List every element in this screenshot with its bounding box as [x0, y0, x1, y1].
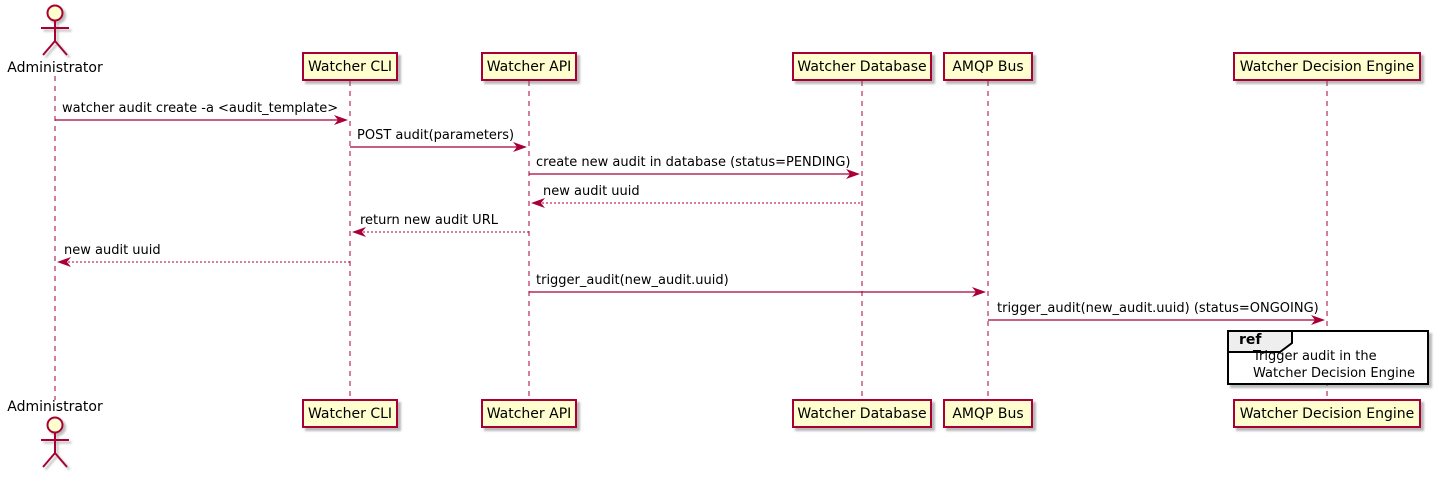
- message-label-4: new audit uuid: [543, 184, 640, 199]
- actor-label-administrator-top: Administrator: [7, 60, 103, 76]
- actor-icon-bottom: [41, 416, 69, 468]
- arrow-msg-4: [531, 198, 862, 208]
- ref-fragment: ref Trigger audit in the Watcher Decisio…: [1227, 330, 1429, 385]
- participant-watcher-api-top: Watcher API: [481, 52, 577, 81]
- participant-watcher-cli-top: Watcher CLI: [302, 52, 398, 81]
- arrow-msg-5: [352, 227, 529, 237]
- message-label-5: return new audit URL: [360, 213, 498, 228]
- participant-watcher-database-top: Watcher Database: [792, 52, 932, 81]
- message-arrows: [55, 115, 1325, 325]
- ref-text-line-2: Watcher Decision Engine: [1253, 366, 1415, 381]
- ref-keyword: ref: [1239, 332, 1262, 348]
- message-label-3: create new audit in database (status=PEN…: [536, 155, 851, 170]
- ref-text-line-1: Trigger audit in the: [1253, 349, 1377, 364]
- message-label-7: trigger_audit(new_audit.uuid): [536, 273, 729, 288]
- arrow-msg-7: [529, 287, 986, 297]
- arrow-msg-6: [57, 257, 350, 267]
- participant-watcher-api-bottom: Watcher API: [481, 399, 577, 428]
- participant-amqp-bus-top: AMQP Bus: [943, 52, 1033, 81]
- arrow-msg-3: [529, 169, 860, 179]
- message-label-1: watcher audit create -a <audit_template>: [62, 101, 339, 116]
- message-label-8: trigger_audit(new_audit.uuid) (status=ON…: [997, 301, 1319, 316]
- message-label-6: new audit uuid: [64, 243, 161, 258]
- ref-tab-shape: [1227, 330, 1293, 353]
- arrow-msg-8: [988, 315, 1325, 325]
- participant-watcher-database-bottom: Watcher Database: [792, 399, 932, 428]
- lifelines: [54, 76, 1328, 400]
- participant-amqp-bus-bottom: AMQP Bus: [943, 399, 1033, 428]
- actor-label-administrator-bottom: Administrator: [7, 399, 103, 415]
- participant-watcher-cli-bottom: Watcher CLI: [302, 399, 398, 428]
- participant-watcher-decision-engine-bottom: Watcher Decision Engine: [1233, 399, 1421, 428]
- actor-icon-top: [41, 4, 69, 56]
- participant-watcher-decision-engine-top: Watcher Decision Engine: [1233, 52, 1421, 81]
- ref-text: Trigger audit in the Watcher Decision En…: [1253, 348, 1415, 382]
- arrow-msg-1: [55, 115, 348, 125]
- arrow-msg-2: [350, 142, 527, 152]
- message-label-2: POST audit(parameters): [357, 128, 515, 143]
